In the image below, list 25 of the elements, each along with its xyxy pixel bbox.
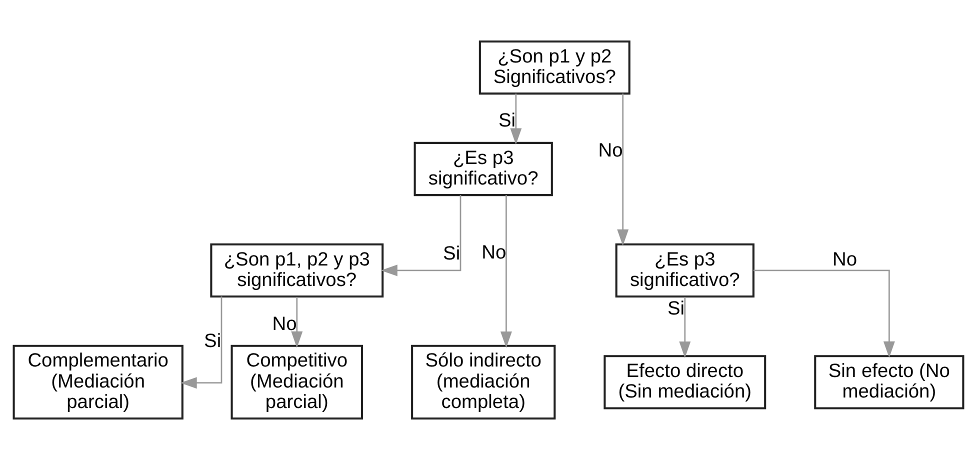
edge-label: Si	[667, 298, 685, 320]
node-box: Complementario (Mediación parcial)	[12, 344, 184, 420]
node-box: ¿Son p1 y p2 Significativos?	[478, 40, 630, 95]
edge-label: Si	[498, 110, 516, 132]
node-box: ¿Es p3 significativo?	[414, 142, 553, 196]
node-box: ¿Es p3 significativo?	[615, 243, 754, 298]
arrow	[180, 296, 222, 389]
arrow	[754, 270, 895, 358]
edge-label: No	[598, 140, 623, 162]
edge-label: No	[482, 242, 506, 264]
arrow	[617, 94, 629, 246]
node-box: Competitivo (Mediación parcial)	[230, 344, 364, 420]
node-box: Efecto directo (Sin mediación)	[604, 355, 766, 410]
node-box: ¿Son p1, p2 y p3 significativos?	[210, 243, 384, 298]
arrow	[380, 195, 462, 276]
edge-label: No	[272, 314, 297, 335]
arrow	[510, 94, 522, 145]
arrow	[679, 296, 691, 358]
node-box: Sin efecto (No mediación)	[814, 355, 964, 410]
arrow	[500, 195, 512, 348]
node-box: Sólo indirecto (mediación completa)	[411, 344, 556, 420]
edge-label: Si	[443, 243, 460, 264]
edge-label: Si	[204, 331, 222, 352]
edge-label: No	[832, 249, 858, 270]
arrow	[291, 296, 303, 348]
